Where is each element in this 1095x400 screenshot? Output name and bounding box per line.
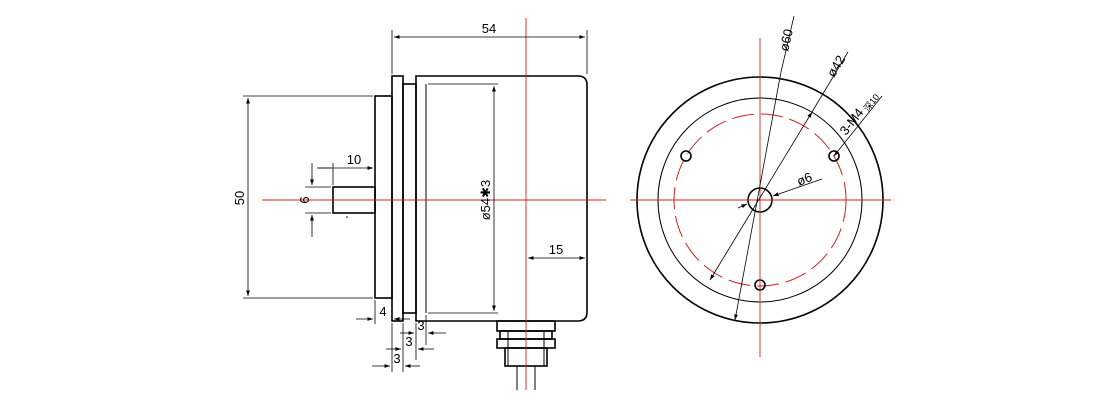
- dim-shaft-length: 10: [347, 152, 361, 167]
- dim-bolt-circle-diameter: ø42: [824, 53, 848, 80]
- mounting-hole-left: [680, 150, 692, 162]
- dim-cable-offset: 15: [549, 242, 563, 257]
- thread-depth: 深10: [862, 92, 882, 113]
- side-view: 54 50 10 6 ø54✱3 15 4: [232, 18, 606, 390]
- dim-outer-diameter: ø60: [776, 27, 796, 52]
- front-view: ø60 ø42 3-M4 深10 ø6: [630, 15, 891, 357]
- dim-flange-thickness-c: 3: [405, 334, 412, 349]
- dim-housing-height: 50: [232, 191, 247, 205]
- flange-plate-inner: [402, 83, 417, 314]
- dim-flange-thickness-a: 4: [379, 304, 386, 319]
- thread-callout: 3-M4: [837, 105, 867, 138]
- housing-outline: [415, 75, 588, 322]
- dim-flange-diameter: ø54✱3: [478, 180, 493, 221]
- mounting-boss: [374, 95, 393, 299]
- dim-flange-thickness-d: 3: [393, 351, 400, 366]
- dim-shaft-diameter: 6: [297, 196, 312, 203]
- dim-shaft-hole-diameter: ø6: [795, 169, 815, 189]
- dim-flange-thickness-b: 3: [417, 318, 424, 333]
- dim-overall-length: 54: [482, 21, 496, 36]
- flange-plate-outer: [391, 75, 404, 322]
